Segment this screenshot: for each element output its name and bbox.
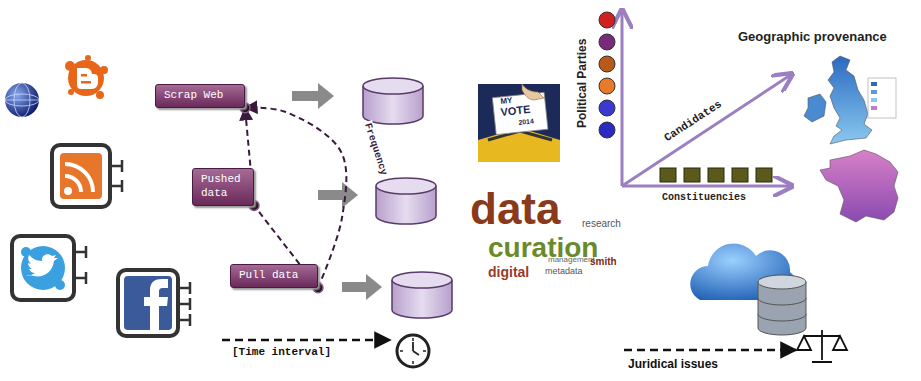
- interval-label: [Time interval]: [232, 346, 331, 359]
- juridical-label: Juridical issues: [628, 358, 718, 372]
- cloud-server-icon: [690, 243, 806, 335]
- party-dot: [599, 12, 615, 138]
- word-cloud-word: management: [548, 255, 595, 264]
- axis-label: Constituencies: [662, 192, 746, 204]
- map: [804, 56, 898, 222]
- word-cloud-word: data: [470, 184, 560, 235]
- ballot-text: 2014: [518, 117, 534, 127]
- word-cloud-word: metadata: [545, 266, 583, 276]
- process-box: Pull data: [230, 264, 318, 288]
- twitter-icon: [12, 236, 86, 300]
- juridical-arrow: [624, 350, 796, 351]
- constituency-block: [660, 168, 772, 182]
- scales-icon: [797, 330, 847, 362]
- box-label: Pushed data: [201, 173, 245, 201]
- process-box: Pushed data: [192, 168, 254, 206]
- word-cloud-word: digital: [488, 264, 529, 280]
- rss-icon: [52, 145, 122, 207]
- dashed-connector: [245, 108, 346, 288]
- time-arrow: [222, 340, 390, 341]
- box-label: Pull data: [239, 269, 298, 283]
- vote-image: [478, 84, 560, 162]
- clock-icon: [397, 335, 429, 367]
- process-box: Scrap Web: [155, 84, 245, 108]
- facebook-icon: [118, 270, 190, 336]
- database-cylinder: [363, 78, 452, 318]
- word-cloud-word: research: [582, 218, 621, 230]
- globe-icon: [5, 83, 39, 117]
- box-label: Scrap Web: [164, 89, 223, 103]
- word-cloud-word: smith: [590, 256, 617, 268]
- axis-label: Geographic provenance: [738, 30, 887, 45]
- edge-label: Frequency: [362, 120, 390, 179]
- axis-label: Political Parties: [576, 39, 590, 128]
- blog-icon: [65, 55, 108, 99]
